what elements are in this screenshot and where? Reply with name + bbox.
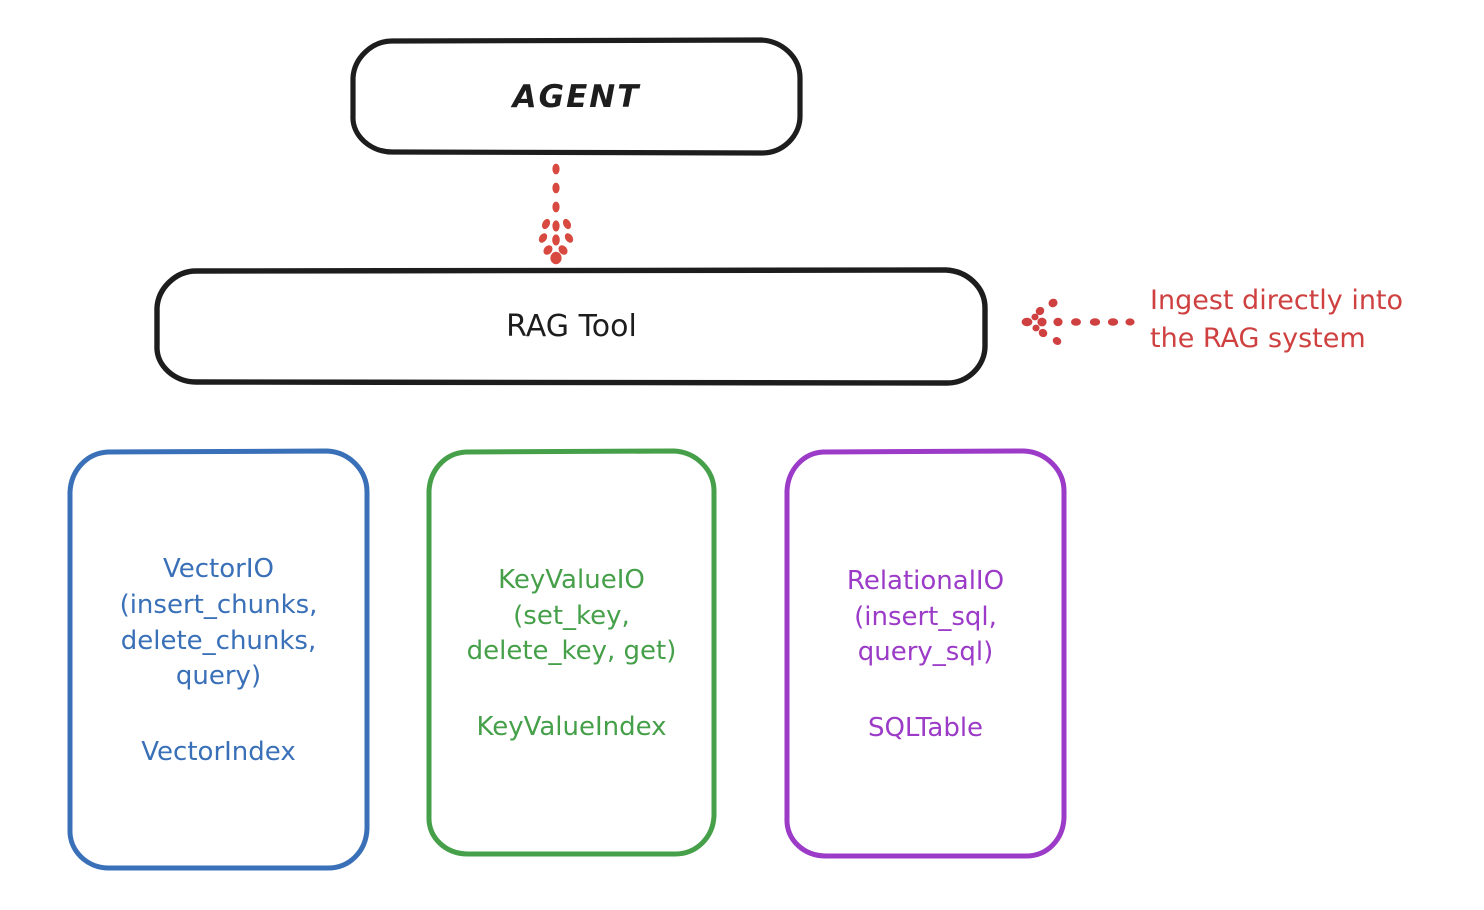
key-value-io-box-outline[interactable] (426, 448, 717, 857)
key-value-io-node[interactable]: KeyValueIO (set_key, delete_key, get) Ke… (429, 450, 714, 855)
relational-io-subtitle: SQLTable (867, 713, 984, 744)
agent-to-rag-tool-arrow (538, 163, 574, 265)
rag-tool-label: RAG Tool (506, 309, 637, 344)
ingest-arrow (1021, 298, 1135, 345)
rag-tool-node[interactable]: RAG Tool (157, 270, 986, 383)
relational-io-title: RelationalIO (insert_sql, query_sql) (846, 565, 1005, 668)
vector-io-subtitle: VectorIndex (141, 737, 296, 768)
vector-io-title: VectorIO (insert_chunks, delete_chunks, … (119, 553, 318, 692)
agent-node[interactable]: AGENT (353, 40, 800, 153)
key-value-io-title: KeyValueIO (set_key, delete_key, get) (466, 564, 677, 667)
relational-io-box-outline[interactable] (784, 448, 1067, 859)
ingest-annotation-text: Ingest directly into the RAG system (1150, 285, 1404, 355)
key-value-io-subtitle: KeyValueIndex (476, 712, 667, 743)
relational-io-node[interactable]: RelationalIO (insert_sql, query_sql) SQL… (787, 450, 1064, 857)
agent-box-outline[interactable] (350, 37, 803, 156)
agent-label: AGENT (512, 78, 641, 115)
vector-io-node[interactable]: VectorIO (insert_chunks, delete_chunks, … (70, 450, 367, 869)
rag-tool-box-outline[interactable] (154, 267, 988, 386)
vector-io-box-outline[interactable] (67, 448, 370, 871)
